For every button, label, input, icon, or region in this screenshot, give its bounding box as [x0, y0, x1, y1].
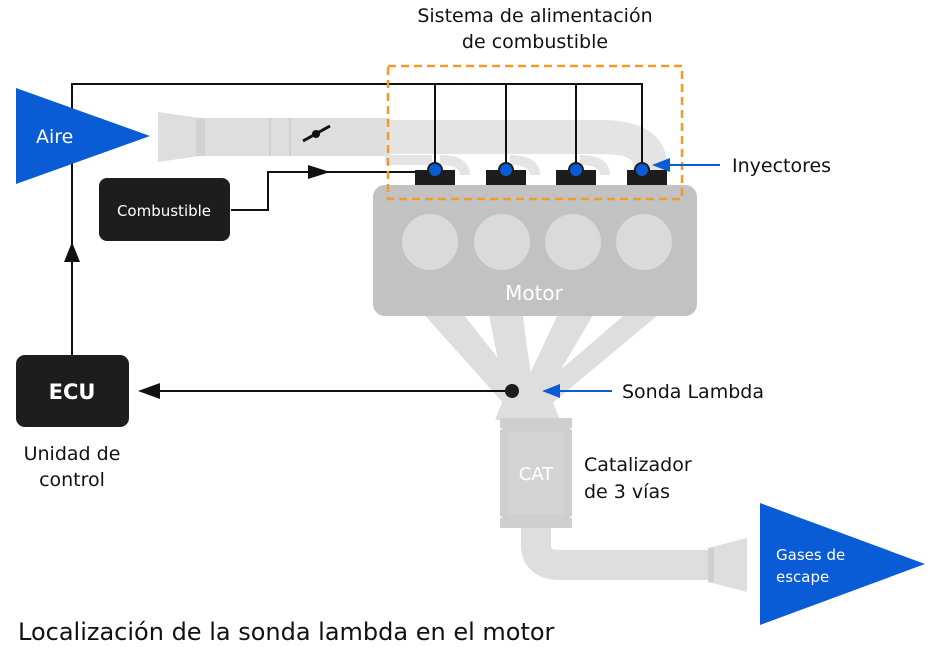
exhaust-label-1: Gases de	[776, 546, 845, 564]
throttle-valve	[302, 124, 331, 143]
fuel-source: Combustible	[99, 178, 230, 241]
exhaust-pipe	[521, 520, 720, 580]
cylinder-4	[616, 214, 672, 270]
injector-1	[427, 162, 443, 178]
exhaust-label-2: escape	[776, 568, 829, 586]
engine-block: Motor	[373, 185, 697, 316]
lambda-sensor-point	[505, 384, 519, 398]
injector-3	[568, 162, 584, 178]
engine-label: Motor	[505, 281, 564, 305]
injector-bases	[415, 170, 667, 185]
fuel-label: Combustible	[117, 202, 211, 220]
cat-label: CAT	[519, 464, 554, 485]
cylinder-1	[402, 214, 458, 270]
fuel-line	[231, 171, 415, 211]
fuel-arrowhead	[308, 165, 330, 179]
control-unit-label-1: Unidad de	[24, 443, 121, 465]
diagram-caption: Localización de la sonda lambda en el mo…	[18, 618, 555, 646]
air-input: Aire	[16, 88, 150, 184]
lambda-pointer	[542, 384, 612, 398]
injector-2	[498, 162, 514, 178]
exhaust-manifold	[420, 310, 664, 420]
lambda-signal-arrowhead	[138, 383, 160, 399]
ecu-label: ECU	[49, 380, 96, 404]
injector-wiring	[71, 83, 643, 355]
air-label: Aire	[36, 126, 73, 148]
ecu: ECU	[16, 355, 129, 427]
cylinder-3	[545, 214, 601, 270]
catalyst: CAT	[500, 418, 572, 528]
fuel-system-title-2: de combustible	[462, 31, 608, 53]
catalyst-label-1: Catalizador	[584, 454, 692, 476]
fuel-system-box	[386, 64, 684, 201]
exhaust-output: Gases de escape	[760, 503, 925, 625]
catalyst-label-2: de 3 vías	[584, 481, 670, 503]
injector-4	[634, 162, 650, 178]
injector-points	[427, 162, 650, 178]
injectors-pointer	[652, 158, 720, 172]
wire-up-arrowhead	[64, 242, 80, 262]
fuel-system-title-1: Sistema de alimentación	[417, 5, 652, 27]
control-unit-label-2: control	[39, 469, 105, 491]
cylinder-2	[474, 214, 530, 270]
intake-pipe	[158, 112, 667, 176]
injectors-label: Inyectores	[732, 155, 831, 177]
lambda-label: Sonda Lambda	[622, 381, 764, 403]
exhaust-flange	[708, 538, 747, 592]
